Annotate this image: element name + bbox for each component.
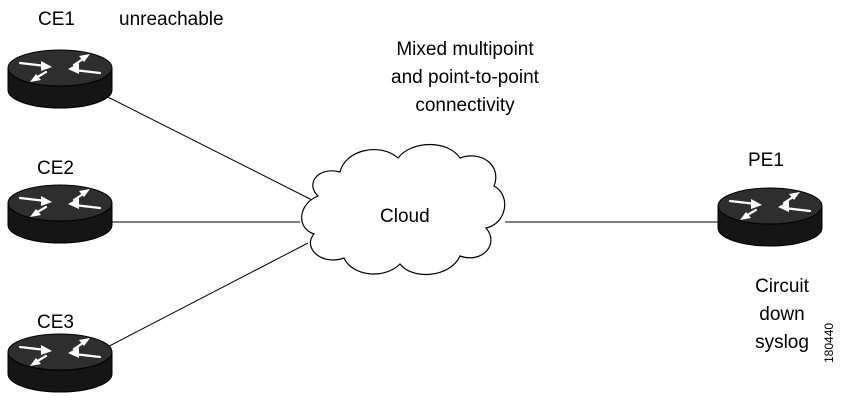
connectivity-line-3: connectivity	[415, 95, 515, 116]
cloud-label: Cloud	[380, 206, 430, 227]
connectivity-annotation: Mixed multipoint and point-to-point conn…	[370, 36, 560, 120]
cloud-shape	[301, 144, 506, 276]
pe1-status-line-2: down	[759, 304, 805, 325]
router-ce1-status: unreachable	[119, 9, 224, 30]
connectivity-line-1: Mixed multipoint	[396, 39, 534, 60]
router-ce3-label: CE3	[37, 312, 74, 333]
router-ce3-icon	[6, 332, 114, 394]
link-ce3-cloud	[91, 242, 309, 356]
router-ce2-label: CE2	[37, 158, 74, 179]
pe1-status-line-1: Circuit	[755, 276, 809, 297]
link-lines	[87, 86, 720, 356]
router-ce2-icon	[6, 183, 114, 245]
pe1-status-annotation: Circuit down syslog	[727, 273, 837, 357]
connectivity-line-2: and point-to-point	[391, 67, 539, 88]
link-ce1-cloud	[87, 86, 313, 201]
router-ce1-icon	[6, 48, 114, 110]
router-pe1-label: PE1	[748, 150, 784, 171]
figure-id: 180440	[822, 322, 836, 363]
pe1-status-line-3: syslog	[755, 332, 809, 353]
router-ce1-label: CE1	[38, 9, 75, 30]
router-pe1-icon	[716, 186, 824, 248]
